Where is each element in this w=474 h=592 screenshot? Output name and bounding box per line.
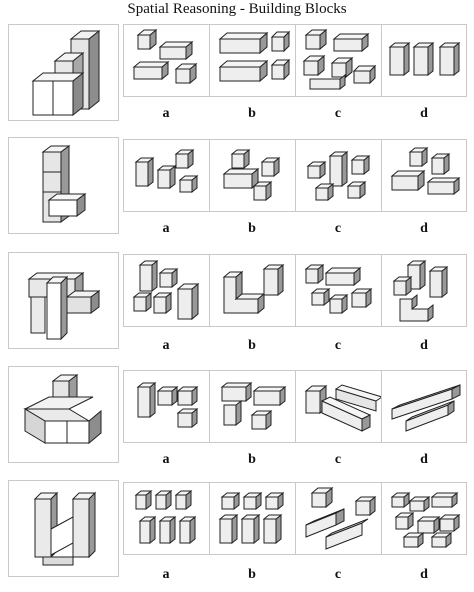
target-figure-2: [8, 137, 119, 234]
option-3b[interactable]: [210, 255, 296, 326]
option-1a[interactable]: [124, 25, 210, 96]
option-label-d: d: [420, 452, 428, 467]
option-1c[interactable]: [296, 25, 382, 96]
option-labels-3: a b c d: [123, 338, 467, 354]
target-figure-1: [8, 24, 119, 121]
target-figure-5: [8, 480, 119, 577]
option-label-b: b: [248, 106, 256, 121]
answer-options-4: [123, 370, 467, 443]
option-1d[interactable]: [382, 25, 467, 96]
option-labels-1: a b c d: [123, 106, 467, 122]
option-label-c: c: [334, 567, 342, 582]
option-5c[interactable]: [296, 483, 382, 554]
option-4c[interactable]: [296, 371, 382, 442]
option-3a[interactable]: [124, 255, 210, 326]
option-5b[interactable]: [210, 483, 296, 554]
page-title: Spatial Reasoning - Building Blocks: [127, 1, 347, 17]
answer-options-3: [123, 254, 467, 327]
target-figure-3: [8, 252, 119, 349]
question-row-3: a b c d: [0, 252, 474, 364]
option-label-b: b: [248, 567, 256, 582]
option-label-b: b: [248, 221, 256, 236]
option-label-a: a: [162, 106, 170, 121]
option-2d[interactable]: [382, 140, 467, 211]
option-labels-4: a b c d: [123, 452, 467, 468]
option-4a[interactable]: [124, 371, 210, 442]
option-label-a: a: [162, 221, 170, 236]
option-label-c: c: [334, 106, 342, 121]
option-label-b: b: [248, 452, 256, 467]
option-label-c: c: [334, 221, 342, 236]
target-figure-4: [8, 366, 119, 463]
question-row-4: a b c d: [0, 366, 474, 478]
answer-options-5: [123, 482, 467, 555]
option-1b[interactable]: [210, 25, 296, 96]
answer-options-2: [123, 139, 467, 212]
option-label-a: a: [162, 338, 170, 353]
option-label-c: c: [334, 452, 342, 467]
option-labels-5: a b c d: [123, 567, 467, 583]
option-label-a: a: [162, 452, 170, 467]
option-2a[interactable]: [124, 140, 210, 211]
option-3d[interactable]: [382, 255, 467, 326]
option-label-d: d: [420, 338, 428, 353]
option-3c[interactable]: [296, 255, 382, 326]
option-5a[interactable]: [124, 483, 210, 554]
question-row-2: a b c d: [0, 137, 474, 249]
question-row-5: a b c d: [0, 480, 474, 592]
option-4b[interactable]: [210, 371, 296, 442]
option-label-d: d: [420, 567, 428, 582]
question-row-1: a b c d: [0, 22, 474, 134]
option-4d[interactable]: [382, 371, 467, 442]
option-label-c: c: [334, 338, 342, 353]
option-2c[interactable]: [296, 140, 382, 211]
answer-options-1: [123, 24, 467, 97]
option-label-b: b: [248, 338, 256, 353]
option-2b[interactable]: [210, 140, 296, 211]
option-label-d: d: [420, 221, 428, 236]
option-label-d: d: [420, 106, 428, 121]
option-5d[interactable]: [382, 483, 467, 554]
option-labels-2: a b c d: [123, 221, 467, 237]
option-label-a: a: [162, 567, 170, 582]
